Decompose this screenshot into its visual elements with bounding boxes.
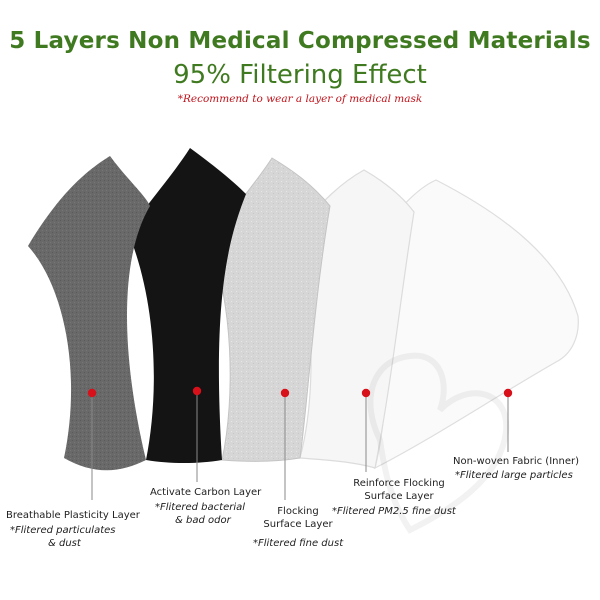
page-title: 5 Layers Non Medical Compressed Material…: [9, 28, 591, 54]
layer-1-marker-dot: [87, 388, 97, 398]
page-subtitle: 95% Filtering Effect: [173, 60, 427, 90]
layer-5-effect: *Flitered large particles: [455, 470, 573, 481]
layer-1-breathable-shape: [28, 156, 150, 471]
layer-5-marker-dot: [503, 388, 513, 398]
layer-4-marker-dot: [361, 388, 371, 398]
layer-2-name: Activate Carbon Layer: [150, 487, 262, 498]
layer-3-flocking-shape: [209, 157, 331, 462]
layer-1-name: Breathable Plasticity Layer: [6, 510, 140, 521]
layer-1-effect: *Flitered particulates: [10, 525, 116, 536]
watermark: [367, 352, 510, 534]
layer-1-effect-line-2: & dust: [48, 538, 81, 549]
layer-2-marker-dot: [192, 386, 202, 396]
layer-3-name: Flocking: [277, 506, 319, 517]
layer-4-name: Reinforce Flocking: [353, 478, 445, 489]
layer-5-name: Non-woven Fabric (Inner): [453, 456, 579, 467]
recommendation-note: *Recommend to wear a layer of medical ma…: [177, 93, 423, 105]
layer-2-effect-line-2: & bad odor: [175, 515, 231, 526]
layer-3-effect: *Flitered fine dust: [253, 538, 344, 549]
layer-2-effect: *Flitered bacterial: [155, 502, 246, 513]
layer-3-marker-dot: [280, 388, 290, 398]
layer-3-name-line-2: Surface Layer: [263, 519, 333, 530]
layer-4-effect: *Flitered PM2.5 fine dust: [332, 506, 456, 517]
layer-4-name-line-2: Surface Layer: [364, 491, 434, 502]
layer-2-activated-carbon-shape: [128, 148, 246, 463]
